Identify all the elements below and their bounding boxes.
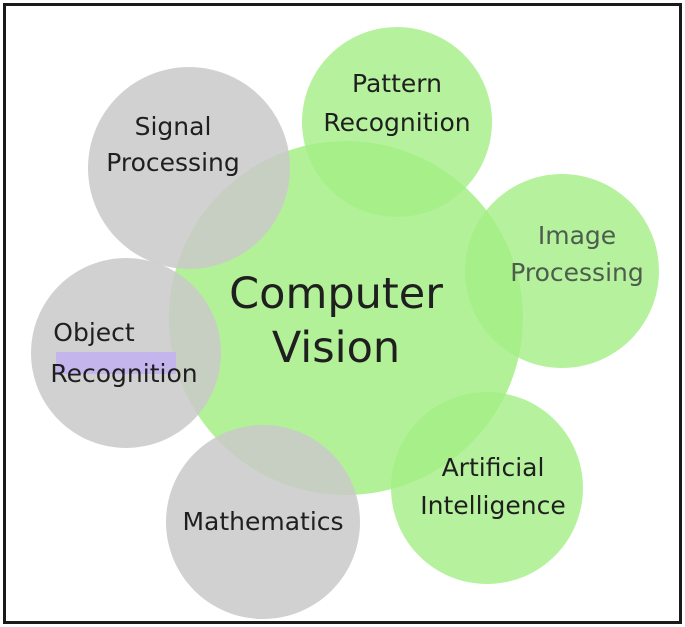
signal-processing-circle <box>88 67 290 269</box>
image-processing-circle <box>465 174 659 368</box>
signal-processing-line2: Processing <box>106 148 240 177</box>
center-label-line2: Vision <box>272 323 400 373</box>
pattern-recognition-line2: Recognition <box>323 108 470 137</box>
artificial-intelligence-line2: Intelligence <box>420 491 565 520</box>
pattern-recognition-circle <box>302 27 492 217</box>
image-processing-line2: Processing <box>510 258 644 287</box>
image-processing-line1: Image <box>538 221 616 250</box>
mathematics-circle <box>166 425 360 619</box>
object-recognition-line2: Recognition <box>50 359 197 388</box>
center-label-line1: Computer <box>229 269 443 319</box>
mathematics-line1: Mathematics <box>182 507 343 536</box>
artificial-intelligence-line1: Artificial <box>442 453 545 482</box>
text-highlight <box>56 352 176 374</box>
signal-processing-line1: Signal <box>135 112 212 141</box>
pattern-recognition-line1: Pattern <box>352 69 442 98</box>
artificial-intelligence-circle <box>391 392 583 584</box>
object-recognition-line1: Object <box>53 318 135 347</box>
